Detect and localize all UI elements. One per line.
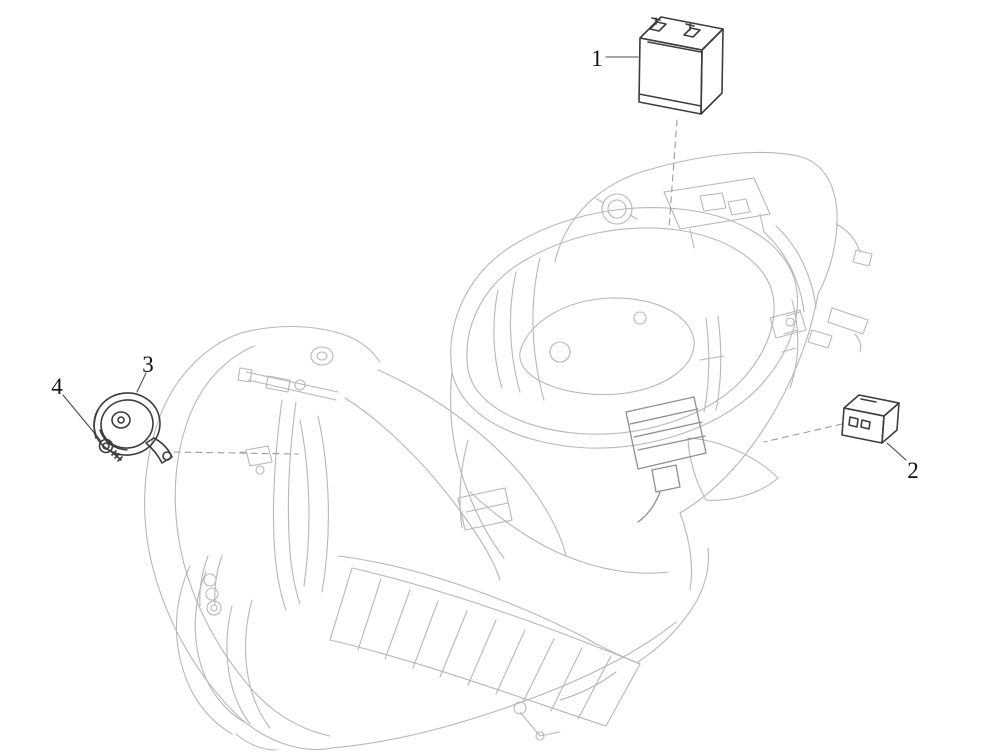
floorboard: [329, 555, 677, 749]
battery: [638, 16, 724, 115]
rear-cowl: [554, 151, 873, 514]
relay-slot-1: [848, 416, 859, 428]
horn-housing-edge: [93, 409, 99, 439]
center-tunnel: [344, 369, 669, 581]
scooter-body: [144, 151, 873, 751]
rear-underbody: [513, 547, 710, 741]
relay: [841, 394, 900, 444]
callout3-pointer: [136, 372, 147, 393]
battery-base-seam: [638, 93, 702, 107]
callout-label-horn: 3: [142, 352, 154, 377]
horn-bracket: [145, 437, 173, 464]
front-wheel: [175, 555, 277, 751]
horn-leader-dash: [173, 451, 299, 455]
leader-lines-dashed: [173, 119, 843, 455]
battery-leader-dash: [668, 119, 678, 229]
helmet-bucket: [450, 207, 798, 449]
rear-rack: [663, 177, 771, 413]
relay-leader-dash: [763, 423, 843, 443]
battery-top-seam: [647, 41, 702, 53]
legshield: [144, 333, 333, 751]
relay-top-ridge: [860, 398, 877, 403]
voltage-regulator: [625, 396, 707, 523]
horn: [93, 392, 173, 464]
screw-shank: [110, 450, 122, 461]
handlebar-area: [237, 326, 381, 401]
side-panel: [679, 437, 779, 591]
fork-column: [272, 399, 301, 611]
callout-label-screw: 4: [51, 374, 63, 399]
callout-labels: 1 2 3 4: [51, 46, 919, 483]
callout-label-relay: 2: [907, 458, 919, 483]
battery-terminal-negative: [683, 23, 701, 38]
callout2-pointer: [886, 442, 907, 461]
relay-slot-2: [860, 419, 871, 430]
battery-terminal-positive: [649, 17, 667, 32]
callout-label-battery: 1: [591, 46, 603, 71]
fuel-cap: [596, 193, 638, 225]
screw: [98, 438, 123, 462]
horn-slot: [99, 429, 128, 451]
